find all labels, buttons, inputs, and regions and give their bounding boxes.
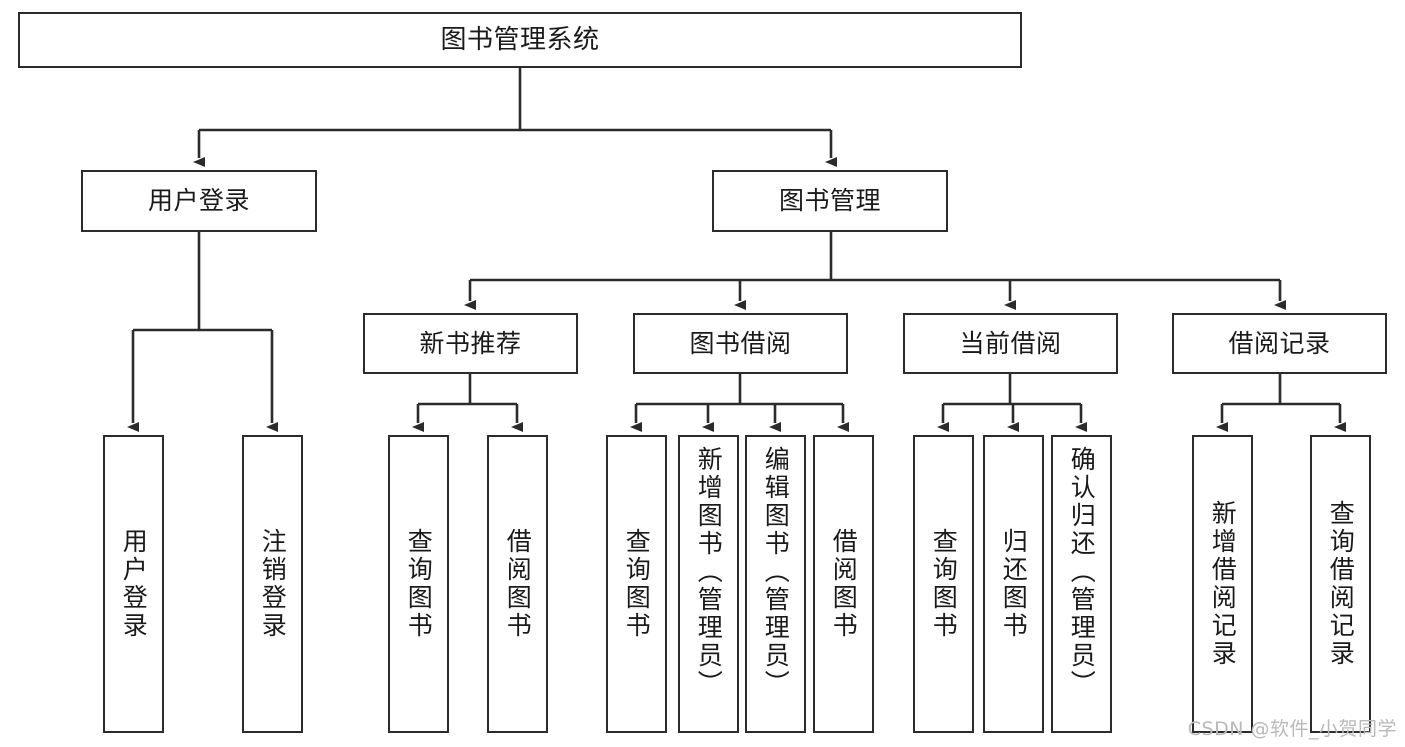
node-label: 新书推荐 [419,328,522,358]
leaf-query-book-recommend[interactable]: 查询图书 [388,435,449,733]
node-new-book-recommend[interactable]: 新书推荐 [363,313,578,374]
leaf-add-book-admin[interactable]: 新增图书（管理员） [678,435,739,733]
node-label: 编辑图书（管理员） [761,446,791,698]
node-borrow-record[interactable]: 借阅记录 [1172,313,1387,374]
leaf-borrow-book-recommend[interactable]: 借阅图书 [487,435,548,733]
leaf-confirm-return-admin[interactable]: 确认归还（管理员） [1051,435,1112,733]
leaf-logout[interactable]: 注销登录 [242,435,303,733]
node-label: 注销登录 [258,528,288,640]
leaf-query-book-borrow[interactable]: 查询图书 [606,435,667,733]
node-label: 查询图书 [404,528,434,640]
node-label: 图书管理 [778,186,881,216]
leaf-return-book[interactable]: 归还图书 [983,435,1044,733]
node-label: 新增借阅记录 [1208,500,1238,668]
node-current-borrow[interactable]: 当前借阅 [903,313,1118,374]
leaf-borrow-book-borrow[interactable]: 借阅图书 [813,435,874,733]
node-root-system[interactable]: 图书管理系统 [18,12,1022,68]
node-label: 图书借阅 [689,328,792,358]
node-user-login[interactable]: 用户登录 [81,170,317,232]
leaf-query-book-current[interactable]: 查询图书 [913,435,974,733]
node-label: 查询借阅记录 [1326,500,1356,668]
node-label: 图书管理系统 [440,24,600,55]
watermark-text: CSDN @软件_小贺同学 [1187,718,1397,740]
node-label: 借阅记录 [1228,328,1331,358]
node-label: 查询图书 [622,528,652,640]
node-label: 用户登录 [147,186,250,216]
node-label: 查询图书 [929,528,959,640]
leaf-add-borrow-record[interactable]: 新增借阅记录 [1192,435,1253,733]
node-book-borrow[interactable]: 图书借阅 [633,313,848,374]
node-label: 用户登录 [119,528,149,640]
leaf-user-login[interactable]: 用户登录 [103,435,164,733]
leaf-edit-book-admin[interactable]: 编辑图书（管理员） [745,435,806,733]
node-label: 归还图书 [999,528,1029,640]
node-label: 当前借阅 [959,328,1062,358]
node-book-management[interactable]: 图书管理 [712,170,948,232]
leaf-query-borrow-record[interactable]: 查询借阅记录 [1310,435,1371,733]
node-label: 新增图书（管理员） [694,446,724,698]
node-label: 借阅图书 [503,528,533,640]
node-label: 确认归还（管理员） [1067,446,1097,698]
node-label: 借阅图书 [829,528,859,640]
